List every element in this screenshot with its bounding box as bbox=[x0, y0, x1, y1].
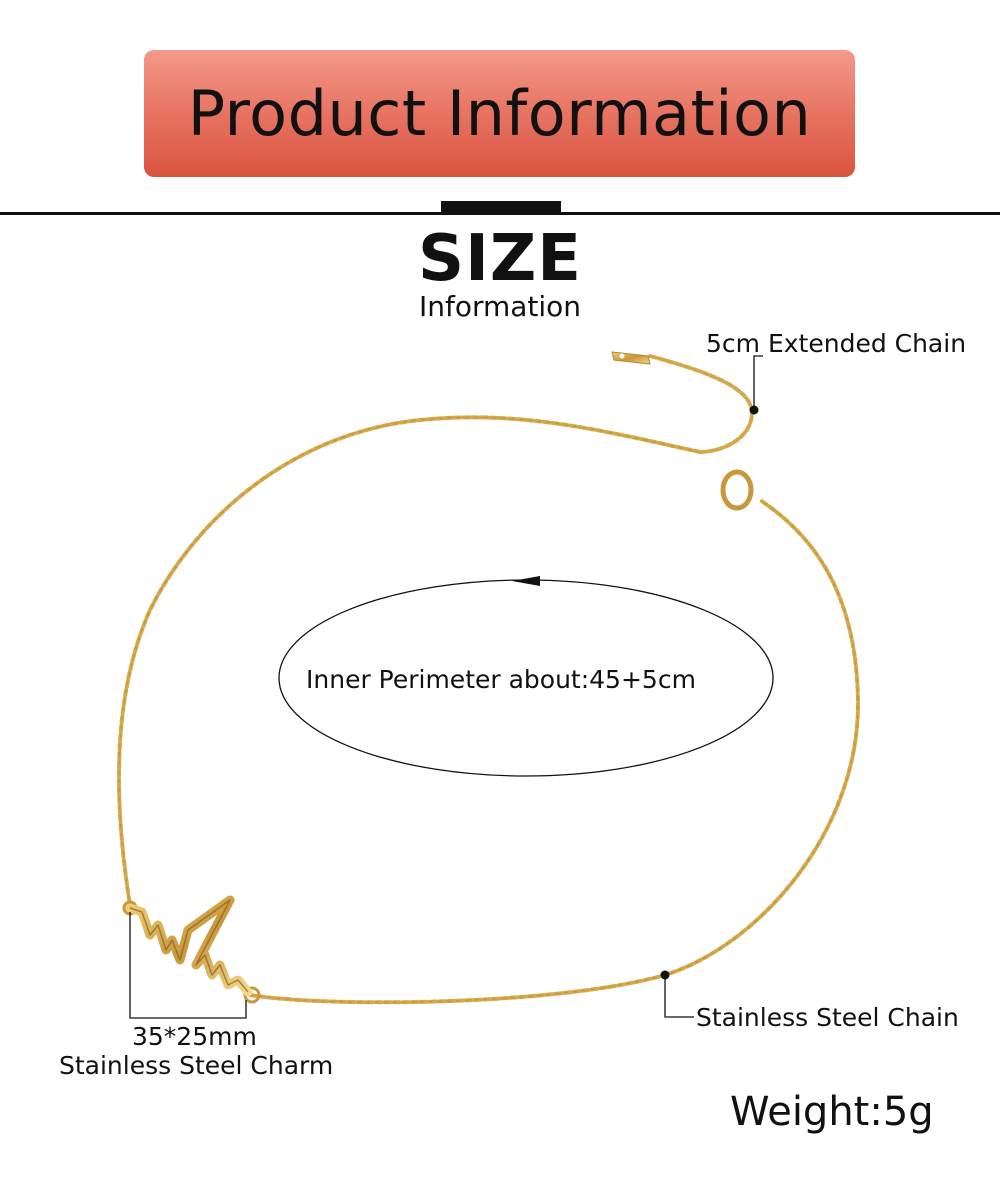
charm-label: Stainless Steel Charm bbox=[59, 1051, 334, 1080]
inner-perimeter-label: Inner Perimeter about:45+5cm bbox=[306, 665, 696, 694]
size-subheading: Information bbox=[418, 290, 582, 323]
heartbeat-charm bbox=[122, 895, 261, 1004]
title-banner: Product Information bbox=[144, 50, 855, 177]
perimeter-arrow bbox=[512, 576, 540, 586]
lobster-clasp bbox=[720, 469, 754, 511]
charm-size-label: 35*25mm bbox=[132, 1022, 257, 1051]
charm-bracket bbox=[129, 912, 247, 1019]
leader-chain bbox=[664, 975, 694, 1018]
chain-label: Stainless Steel Chain bbox=[696, 1003, 959, 1032]
page-title: Product Information bbox=[187, 77, 812, 150]
chain-end-tab bbox=[611, 351, 651, 365]
leader-extended bbox=[753, 355, 763, 410]
size-heading: SIZE bbox=[417, 222, 583, 296]
extended-chain-label: 5cm Extended Chain bbox=[706, 329, 967, 358]
divider-tab bbox=[441, 201, 561, 214]
extension-chain bbox=[648, 354, 755, 454]
weight-label: Weight:5g bbox=[730, 1089, 934, 1135]
